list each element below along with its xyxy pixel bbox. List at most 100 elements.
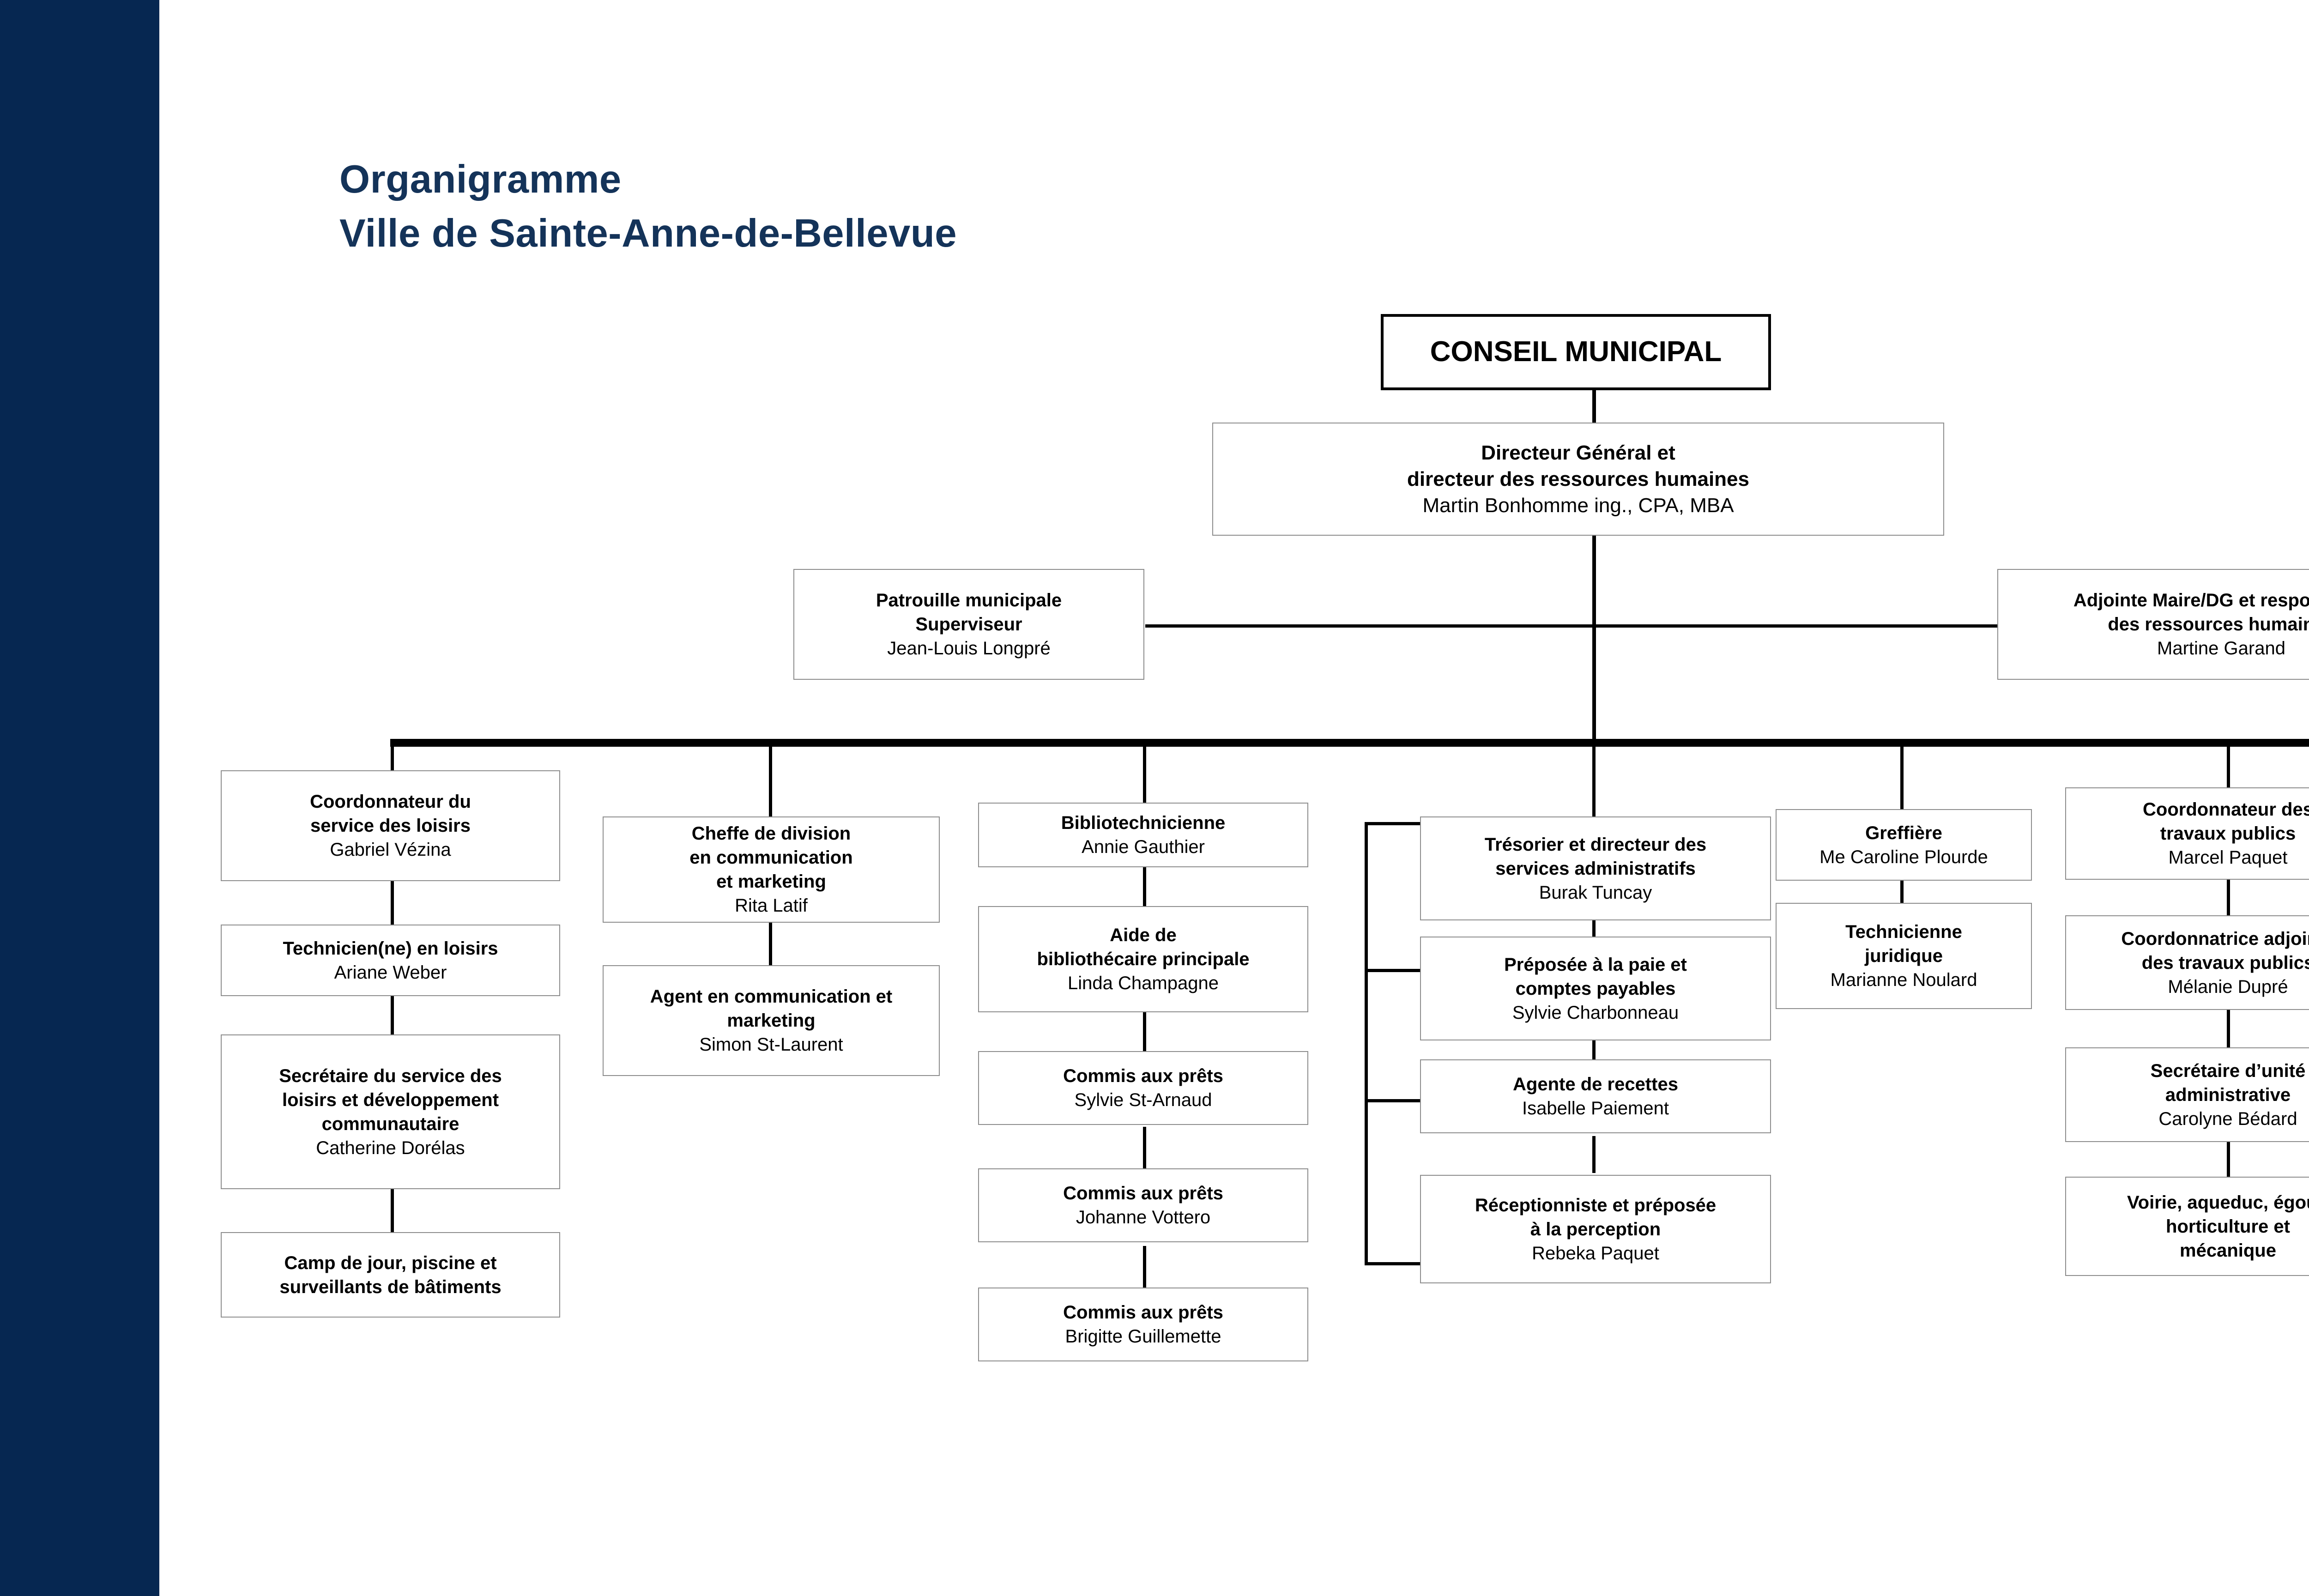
connector-bus-col-loisirs (391, 744, 394, 794)
node-title-line-1: Coordonnateur du (310, 792, 471, 812)
node-person-name: Martine Garand (2157, 638, 2285, 659)
node-title-line-2: administrative (2165, 1084, 2291, 1105)
node-title-line-1: Commis aux prêts (1063, 1302, 1223, 1323)
node-bibliotechnicienne[interactable]: Bibliotechnicienne Annie Gauthier (978, 803, 1308, 867)
connector-communication-1 (769, 921, 772, 967)
node-title-line-1: Aide de (1110, 925, 1177, 945)
node-person-name: Marianne Noulard (1830, 970, 1977, 990)
node-coordonnateur-loisirs[interactable]: Coordonnateur du service des loisirs Gab… (221, 770, 560, 881)
node-person-name: Johanne Vottero (1076, 1207, 1211, 1227)
page-title-line-2: Ville de Sainte-Anne-de-Bellevue (339, 212, 957, 256)
page-title: Organigramme Ville de Sainte-Anne-de-Bel… (339, 152, 957, 261)
node-person-name: Sylvie St-Arnaud (1074, 1090, 1212, 1110)
connector-tresorerie-bracket (1365, 822, 1425, 1265)
node-title-line-2: juridique (1865, 946, 1943, 966)
connector-loisirs-2 (391, 993, 394, 1037)
node-person-name: Catherine Dorélas (316, 1137, 465, 1158)
node-title-line-1: Greffière (1865, 822, 1942, 843)
connector-main-bus (390, 739, 2309, 747)
connector-loisirs-3 (391, 1188, 394, 1234)
connector-biblio-3 (1143, 1127, 1146, 1168)
node-secretaire-unite-travaux[interactable]: Secrétaire d’unité administrative Caroly… (2065, 1047, 2309, 1142)
connector-travaux-3 (2227, 1137, 2230, 1179)
node-coordonnatrice-adjointe-travaux[interactable]: Coordonnatrice adjointe des travaux publ… (2065, 915, 2309, 1010)
connector-bus-col-communication (769, 744, 772, 818)
node-person-name: Annie Gauthier (1082, 837, 1205, 857)
node-technicienne-juridique[interactable]: Technicienne juridique Marianne Noulard (1776, 903, 2032, 1009)
node-person-name: Simon St-Laurent (699, 1034, 843, 1055)
left-accent-bar (0, 0, 159, 1596)
node-title-line-1: Bibliotechnicienne (1061, 813, 1226, 833)
node-voirie-aqueduc[interactable]: Voirie, aqueduc, égout, horticulture et … (2065, 1177, 2309, 1276)
node-title-line-2: services administratifs (1495, 858, 1696, 879)
node-conseil-municipal[interactable]: CONSEIL MUNICIPAL (1381, 314, 1771, 390)
node-patrouille-municipale[interactable]: Patrouille municipale Superviseur Jean-L… (793, 569, 1144, 680)
node-tresorier[interactable]: Trésorier et directeur des services admi… (1420, 816, 1771, 920)
node-title-line-2: service des loisirs (310, 816, 471, 836)
node-camp-de-jour[interactable]: Camp de jour, piscine et surveillants de… (221, 1232, 560, 1318)
node-title-line-3: mécanique (2180, 1240, 2276, 1261)
node-title-line-2: Superviseur (915, 614, 1022, 635)
node-title-line-2: horticulture et (2166, 1216, 2290, 1237)
node-person-name: Isabelle Paiement (1522, 1098, 1669, 1118)
node-person-name: Sylvie Charbonneau (1512, 1002, 1679, 1023)
node-person-name: Brigitte Guillemette (1065, 1326, 1221, 1347)
node-person-name: Me Caroline Plourde (1819, 846, 1988, 867)
connector-biblio-2 (1143, 1011, 1146, 1053)
node-agent-communication[interactable]: Agent en communication et marketing Simo… (603, 965, 940, 1076)
node-receptionniste-perception[interactable]: Réceptionniste et préposée à la percepti… (1420, 1175, 1771, 1283)
node-title-line-3: communautaire (321, 1113, 459, 1134)
node-person-name: Rebeka Paquet (1532, 1243, 1659, 1264)
connector-bus-col-tresorerie (1592, 744, 1596, 818)
node-title-line-1: Technicienne (1845, 922, 1962, 942)
node-title-line-2: des ressources humaines (2108, 614, 2309, 635)
node-commis-prets-1[interactable]: Commis aux prêts Sylvie St-Arnaud (978, 1051, 1308, 1125)
node-person-name: Burak Tuncay (1539, 882, 1652, 903)
node-title-line-1: Coordonnateur des (2143, 799, 2309, 820)
node-title-line-1: Patrouille municipale (876, 590, 1062, 611)
node-secretaire-loisirs[interactable]: Secrétaire du service des loisirs et dév… (221, 1034, 560, 1189)
node-title-line-2: bibliothécaire principale (1037, 949, 1250, 969)
node-title-line-1: Directeur Général et (1481, 441, 1675, 464)
connector-bus-col-bibliotheque (1143, 744, 1146, 804)
node-adjointe-maire-dg[interactable]: Adjointe Maire/DG et responsable des res… (1997, 569, 2309, 680)
connector-travaux-1 (2227, 877, 2230, 919)
node-greffiere[interactable]: Greffière Me Caroline Plourde (1776, 809, 2032, 881)
node-title-line-1: Préposée à la paie et (1504, 954, 1687, 975)
node-coordonnateur-travaux-publics[interactable]: Coordonnateur des travaux publics Marcel… (2065, 787, 2309, 880)
node-title-line-2: surveillants de bâtiments (279, 1276, 502, 1297)
node-agente-recettes[interactable]: Agente de recettes Isabelle Paiement (1420, 1059, 1771, 1133)
node-person-name: Linda Champagne (1068, 973, 1219, 993)
node-person-name: Jean-Louis Longpré (887, 638, 1051, 659)
node-commis-prets-2[interactable]: Commis aux prêts Johanne Vottero (978, 1168, 1308, 1242)
node-preposee-paie[interactable]: Préposée à la paie et comptes payables S… (1420, 937, 1771, 1040)
node-title-line-1: Camp de jour, piscine et (284, 1252, 497, 1273)
node-title-line-1: Agente de recettes (1513, 1074, 1678, 1094)
connector-tresorerie-1 (1592, 904, 1596, 941)
node-aide-bibliothecaire[interactable]: Aide de bibliothécaire principale Linda … (978, 906, 1308, 1012)
node-title-line-2: des travaux publics (2141, 952, 2309, 973)
node-title-line-2: marketing (727, 1010, 816, 1031)
connector-dg-bus (1592, 536, 1596, 744)
node-person-name: Carolyne Bédard (2158, 1108, 2297, 1129)
node-commis-prets-3[interactable]: Commis aux prêts Brigitte Guillemette (978, 1288, 1308, 1361)
node-title-line-1: Coordonnatrice adjointe (2121, 928, 2309, 949)
connector-loisirs-1 (391, 880, 394, 926)
node-technicien-loisirs[interactable]: Technicien(ne) en loisirs Ariane Weber (221, 925, 560, 996)
node-title-line-1: Secrétaire d’unité (2150, 1060, 2306, 1081)
node-directeur-general[interactable]: Directeur Général et directeur des resso… (1212, 423, 1944, 536)
node-title-line-1: Réceptionniste et préposée (1475, 1195, 1717, 1215)
connector-travaux-2 (2227, 1009, 2230, 1051)
node-title-line-1: Cheffe de division (691, 823, 851, 844)
page-title-line-1: Organigramme (339, 157, 622, 201)
node-title-line-2: travaux publics (2160, 823, 2296, 844)
connector-conseil-dg (1592, 388, 1596, 425)
node-title-line-1: Trésorier et directeur des (1484, 834, 1707, 855)
node-person-name: Rita Latif (735, 895, 808, 916)
node-cheffe-communication[interactable]: Cheffe de division en communication et m… (603, 816, 940, 923)
node-person-name: Ariane Weber (334, 962, 447, 983)
connector-bus-col-greffe (1900, 744, 1904, 813)
node-title: CONSEIL MUNICIPAL (1430, 336, 1722, 368)
connector-biblio-1 (1143, 866, 1146, 907)
node-title-line-1: Technicien(ne) en loisirs (283, 938, 498, 959)
